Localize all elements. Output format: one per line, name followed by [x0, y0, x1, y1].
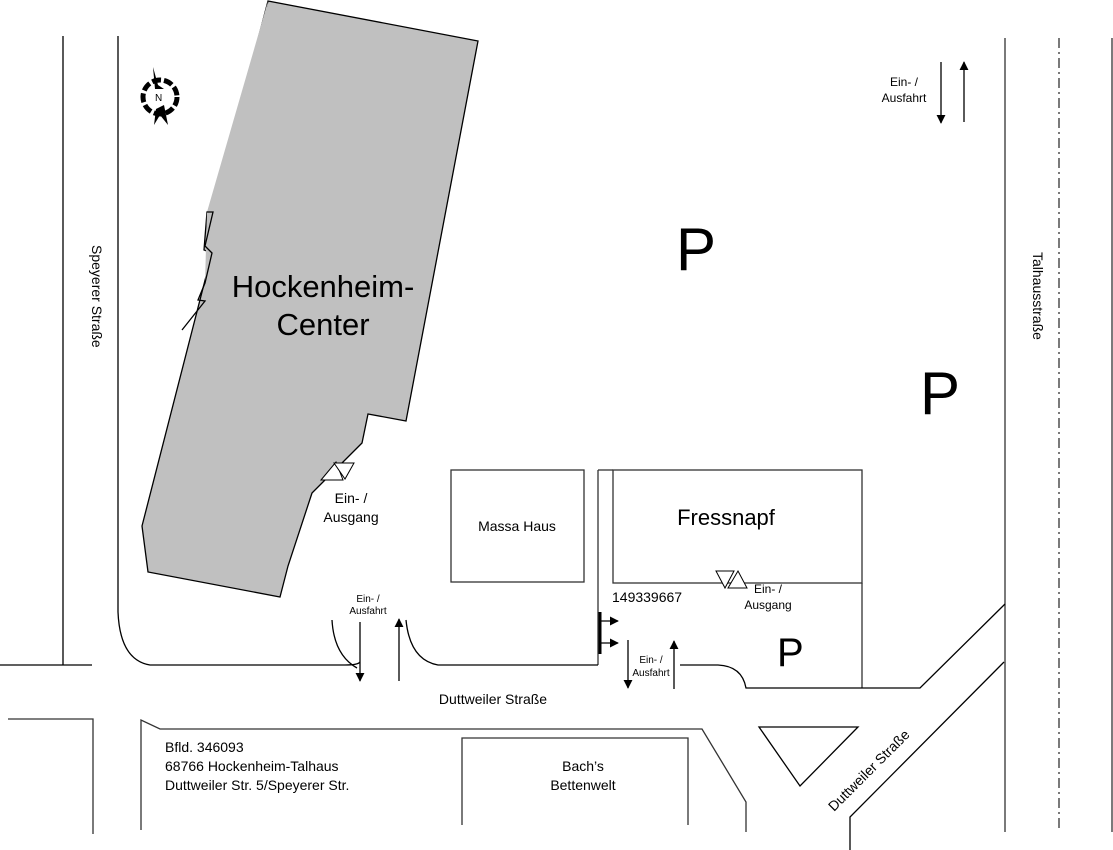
entrance-label-center-line1: Ein- /: [335, 490, 368, 506]
entrance-symbol-center: [319, 461, 355, 481]
speyerer-strasse-road: [0, 36, 361, 669]
gate-marker-icon: [598, 612, 619, 654]
street-label-duttweiler-diagonal: Duttweiler Straße: [825, 726, 913, 814]
street-label-talhaus: Talhausstraße: [1030, 252, 1046, 340]
driveway-label-right-line1: Ein- /: [639, 655, 663, 666]
building-label-fressnapf: Fressnapf: [677, 505, 776, 530]
building-label-massa-haus: Massa Haus: [478, 518, 556, 534]
road-edge: [680, 603, 1006, 689]
road-edge: [849, 661, 1005, 850]
building-massa-haus[interactable]: [450, 469, 585, 583]
driveway-label-left-line1: Ein- /: [356, 594, 380, 605]
driveway-label-topright-line1: Ein- /: [890, 75, 919, 89]
address-line-3: Duttweiler Str. 5/Speyerer Str.: [165, 777, 349, 793]
building-label-bachs-line2: Bettenwelt: [550, 777, 615, 793]
building-notches: [181, 211, 214, 331]
parking-label-1: P: [676, 216, 716, 283]
svg-text:N: N: [155, 93, 162, 104]
address-line-1: Bfld. 346093: [165, 739, 244, 755]
parking-label-2: P: [920, 360, 960, 427]
street-label-duttweiler: Duttweiler Straße: [439, 691, 547, 707]
address-line-2: 68766 Hockenheim-Talhaus: [165, 758, 339, 774]
building-fill-patch: [205, 1, 268, 300]
north-arrow-compass-icon: N: [140, 67, 180, 125]
talhausstrasse-road: [1004, 38, 1113, 832]
building-hockenheim-center[interactable]: [141, 0, 479, 598]
parking-label-3: P: [777, 631, 804, 675]
street-label-speyerer: Speyerer Straße: [89, 245, 105, 348]
driveway-label-left-line2: Ausfahrt: [349, 606, 386, 617]
building-label-hockenheim-line1: Hockenheim-: [232, 269, 415, 304]
entrance-symbol-fressnapf: [715, 569, 748, 590]
road-curve: [331, 619, 358, 669]
traffic-island: [757, 726, 860, 788]
entrance-label-fressnapf-line1: Ein- /: [754, 582, 783, 596]
building-label-bachs-line1: Bach’s: [562, 758, 604, 774]
road-edge: [405, 619, 598, 666]
road-edge: [140, 718, 747, 832]
building-label-hockenheim-line2: Center: [276, 307, 369, 342]
entrance-label-center-line2: Ausgang: [323, 509, 378, 525]
marker-id-label: 149339667: [612, 589, 682, 605]
road-edge: [117, 611, 361, 666]
driveway-label-topright-line2: Ausfahrt: [882, 91, 927, 105]
building-bachs-bettenwelt[interactable]: [461, 737, 689, 825]
road-edge: [8, 718, 94, 834]
driveway-label-right-line2: Ausfahrt: [632, 668, 669, 679]
entrance-label-fressnapf-line2: Ausgang: [744, 598, 791, 612]
